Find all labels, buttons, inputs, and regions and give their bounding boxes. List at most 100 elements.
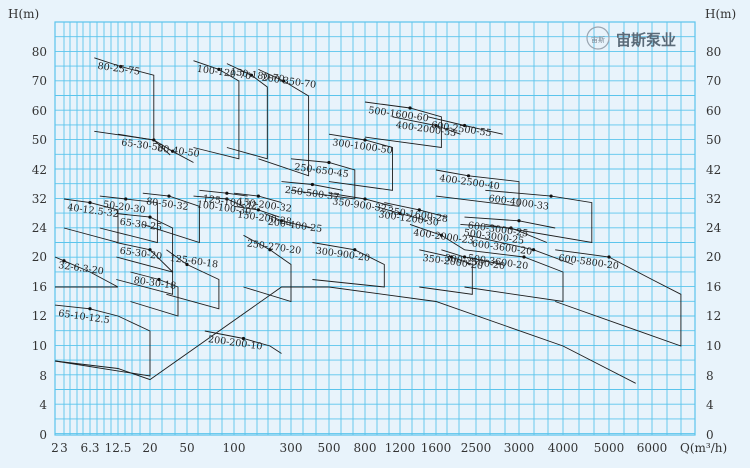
duty-point: [225, 191, 229, 195]
duty-point: [256, 194, 260, 198]
duty-point: [363, 138, 367, 142]
x-tick: 2500: [461, 441, 492, 455]
y-tick-right: 80: [706, 45, 721, 59]
curve-65-30-25: [116, 213, 174, 273]
grid: [54, 21, 696, 436]
x-tick: 4000: [548, 441, 579, 455]
duty-point: [462, 123, 467, 128]
curve-250-650-45: [290, 158, 356, 200]
curve-40-12.5-32: [63, 198, 119, 244]
y-tick-left: 80: [32, 45, 47, 59]
curve-600-4000-33: [485, 189, 593, 244]
y-tick-right: 8: [706, 369, 714, 383]
curve-350-2000-20: [419, 249, 473, 295]
duty-point: [449, 255, 454, 259]
duty-point: [167, 194, 171, 198]
x-tick: 100: [223, 441, 246, 455]
y-tick-left: 12: [32, 309, 47, 323]
x-tick: 3: [60, 441, 68, 455]
duty-point: [398, 211, 402, 216]
seal-text: 宙斯: [591, 35, 605, 44]
y-tick-left: 10: [32, 339, 47, 353]
duty-point: [353, 248, 357, 252]
duty-point: [417, 208, 421, 212]
y-tick-right: 16: [706, 280, 721, 294]
curve-500-3600-20: [464, 249, 564, 303]
duty-point: [148, 248, 152, 252]
duty-point: [363, 197, 367, 201]
curve-125-60-18: [166, 249, 220, 310]
duty-point: [531, 248, 536, 252]
y-tick-left: 16: [32, 280, 47, 294]
x-tick: 1600: [421, 441, 452, 455]
duty-point: [62, 259, 66, 263]
duty-point: [124, 197, 128, 201]
y-tick-right: 0: [706, 428, 714, 442]
x-axis-label: Q(m³/h): [680, 441, 727, 455]
curve-80-50-32: [142, 192, 200, 244]
y-axis-label-right: H(m): [705, 7, 736, 21]
curve-150-180-70: [226, 63, 268, 160]
duty-point: [256, 208, 260, 212]
curve-200-350-70: [258, 68, 310, 177]
y-tick-right: 24: [706, 221, 722, 235]
y-tick-left: 50: [32, 133, 47, 147]
x-tick: 1200: [385, 441, 416, 455]
duty-point: [148, 215, 152, 219]
duty-point: [439, 233, 444, 237]
duty-point: [522, 255, 526, 259]
y-tick-left: 24: [32, 221, 48, 235]
x-tick: 20: [142, 441, 157, 455]
curve-65-30-20: [116, 242, 174, 295]
x-tick: 6000: [637, 441, 668, 455]
y-tick-left: 32: [32, 192, 47, 206]
duty-point: [327, 160, 331, 165]
y-tick-right: 4: [706, 398, 714, 412]
duty-point: [281, 79, 286, 83]
x-tick: 2: [51, 441, 59, 455]
y-tick-right: 10: [706, 339, 721, 353]
curve-400-2500-40: [435, 169, 520, 207]
y-tick-right: 70: [706, 74, 721, 88]
curve-300-1000-50: [328, 133, 393, 191]
plot-border: [54, 21, 696, 436]
curve-300-900-20: [312, 242, 385, 288]
x-tick: 3000: [504, 441, 535, 455]
curve-65-10-12.5: [54, 304, 151, 377]
brand-logo: 宙斯 宙斯泵业: [586, 26, 676, 50]
duty-point: [217, 67, 221, 71]
y-tick-right: 32: [706, 192, 721, 206]
duty-point: [509, 226, 513, 230]
y-axis-label-left: H(m): [8, 7, 39, 21]
duty-point: [170, 149, 175, 153]
curve-layer: [54, 57, 682, 384]
x-tick: 5000: [594, 441, 625, 455]
x-tick: 12.5: [105, 441, 132, 455]
y-tick-left: 60: [32, 104, 47, 118]
curve-80-30-18: [130, 271, 179, 317]
curve-lower-envelope: [54, 286, 636, 384]
y-tick-left: 70: [32, 74, 47, 88]
duty-point: [157, 277, 161, 282]
duty-point: [185, 262, 189, 267]
duty-point: [152, 138, 156, 142]
curve-50-20-30: [99, 195, 158, 244]
y-tick-left: 4: [39, 398, 47, 412]
y-tick-right: 50: [706, 133, 721, 147]
duty-point: [241, 336, 246, 341]
duty-point: [466, 174, 471, 178]
duty-point: [88, 201, 92, 205]
duty-point: [607, 255, 611, 259]
curve-500-1600-60: [364, 101, 442, 149]
curve-100-120-70: [193, 60, 240, 160]
y-tick-right: 20: [706, 250, 721, 264]
curve-250-270-20: [243, 234, 292, 303]
x-tick: 6.3: [80, 441, 99, 455]
duty-point: [88, 307, 92, 311]
duty-point: [434, 123, 438, 128]
curve-600-5800-20: [555, 249, 682, 347]
y-tick-right: 12: [706, 309, 721, 323]
